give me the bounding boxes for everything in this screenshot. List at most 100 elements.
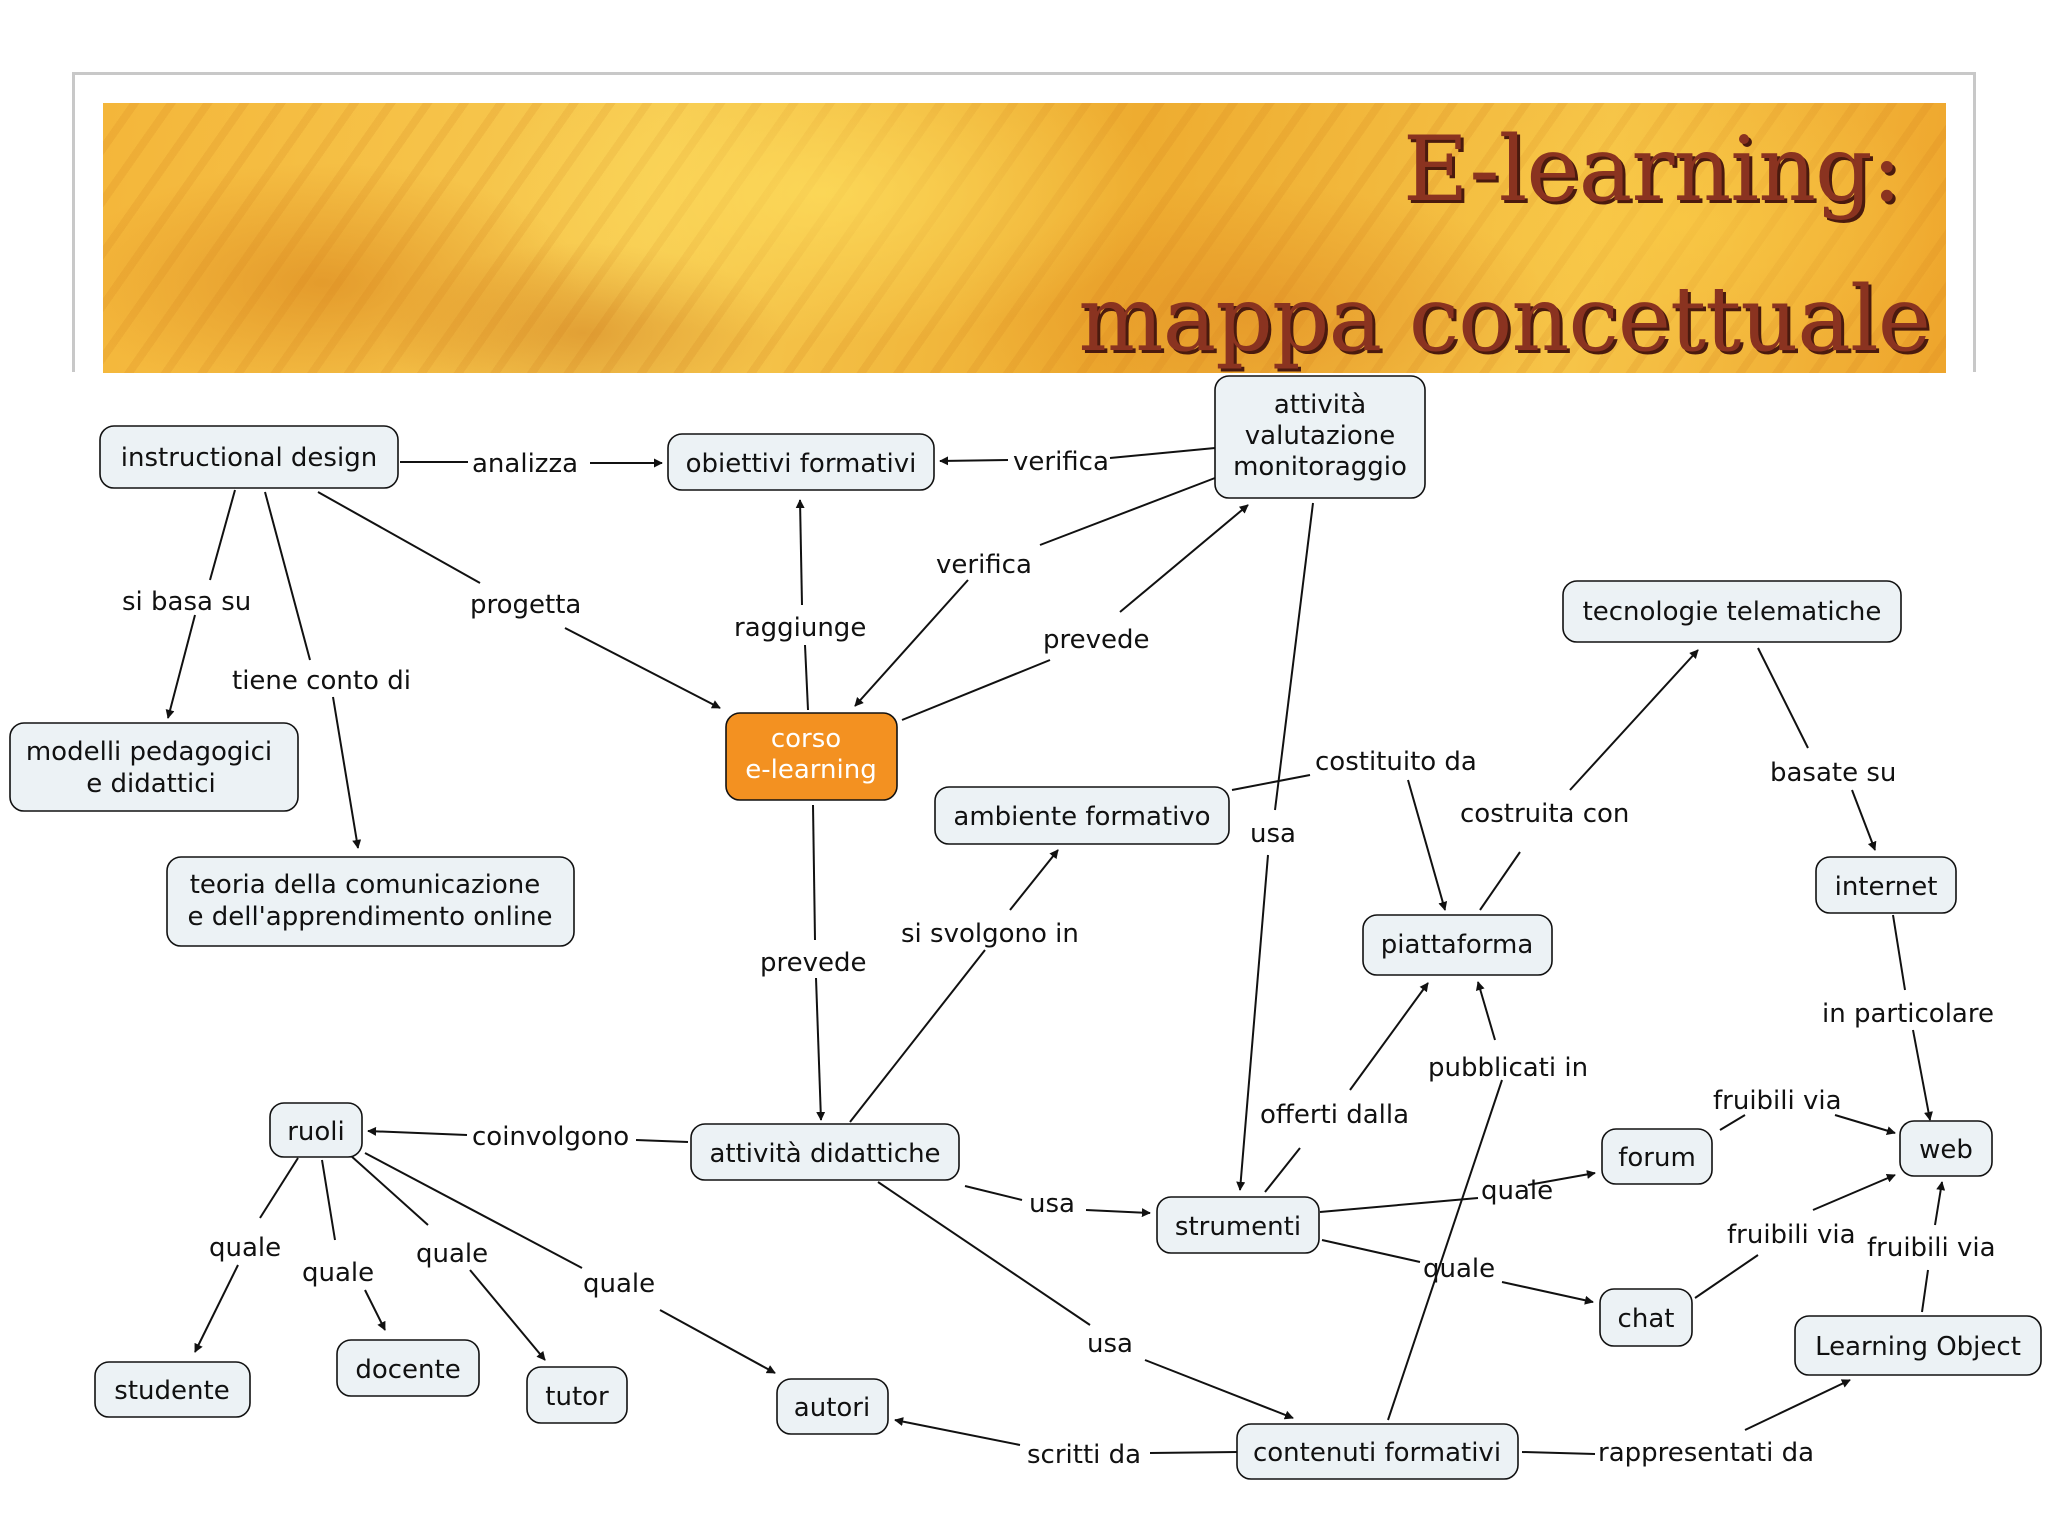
edge-usa-strumenti2 (1085, 1208, 1151, 1218)
node-label: tutor (545, 1382, 609, 1412)
edge-corso-prevede (901, 659, 1051, 721)
edge-pubblicati-piattaforma (1475, 981, 1496, 1041)
node-corso-elearning[interactable]: corso e-learning (725, 712, 898, 801)
node-label-line3: monitoraggio (1233, 452, 1407, 482)
node-strumenti[interactable]: strumenti (1156, 1196, 1320, 1254)
node-attivita-didattiche[interactable]: attività didattiche (690, 1123, 960, 1181)
edge-fruibili-web2 (1812, 1174, 1896, 1211)
node-studente[interactable]: studente (94, 1361, 251, 1418)
link-label-verifica: verifica (1013, 447, 1109, 477)
edge-offerti-piattaforma (1349, 982, 1429, 1091)
edge-contenuti-pubblicati (1387, 1079, 1503, 1421)
edge-verifica2-corso (854, 579, 969, 707)
node-ambiente-formativo[interactable]: ambiente formativo (934, 786, 1230, 845)
link-label-quale-chat: quale (1423, 1254, 1495, 1284)
link-label-pubblicati-in: pubblicati in (1428, 1053, 1588, 1083)
node-label: internet (1835, 872, 1938, 902)
link-label-costituito-da: costituito da (1315, 747, 1477, 777)
node-modelli-pedagogici[interactable]: modelli pedagogici e didattici (9, 722, 299, 812)
node-label-line2: e didattici (86, 769, 216, 799)
edge-usa2-contenuti (1144, 1359, 1294, 1420)
link-label-usa-contenuti: usa (1087, 1329, 1133, 1359)
node-contenuti-formativi[interactable]: contenuti formativi (1236, 1423, 1519, 1480)
edge-progetta-corso (564, 627, 721, 709)
node-ruoli[interactable]: ruoli (269, 1102, 363, 1158)
edge-tecnologie-basate (1757, 647, 1809, 749)
edge-quale-forum (1527, 1169, 1596, 1186)
node-label: studente (114, 1376, 229, 1406)
edge-internet-inparticolare (1892, 914, 1906, 991)
node-label-line1: attività (1274, 390, 1366, 420)
node-label: ambiente formativo (953, 802, 1210, 832)
node-web[interactable]: web (1899, 1120, 1993, 1177)
node-label: piattaforma (1381, 930, 1534, 960)
link-label-quale-docente: quale (302, 1258, 374, 1288)
edge-fruibili-web3 (1934, 1181, 1946, 1226)
edge-sisvolgono-ambiente (1009, 849, 1059, 911)
node-label: forum (1618, 1143, 1696, 1173)
edge-strumenti-quale (1319, 1197, 1479, 1213)
node-autori[interactable]: autori (776, 1378, 889, 1435)
node-learning-object[interactable]: Learning Object (1794, 1315, 2042, 1376)
node-label: obiettivi formativi (686, 449, 917, 479)
node-label-line2: e-learning (745, 755, 876, 785)
edge-costituito-piattaforma (1407, 779, 1448, 911)
link-label-quale-forum: quale (1481, 1176, 1553, 1206)
edge-valutazione-verifica2 (1039, 477, 1216, 546)
edge-valutazione-usa (1274, 502, 1314, 811)
link-label-quale-autori: quale (583, 1269, 655, 1299)
edge-verifica-obiettivi (939, 456, 1009, 466)
node-attivita-valutazione-monitoraggio[interactable]: attività valutazione monitoraggio (1214, 375, 1426, 499)
node-tecnologie-telematiche[interactable]: tecnologie telematiche (1562, 580, 1902, 643)
node-label: ruoli (287, 1117, 345, 1147)
link-label-scritti-da: scritti da (1027, 1440, 1141, 1470)
title-line-1: E-learning: (1402, 117, 1902, 222)
link-label-analizza: analizza (472, 449, 578, 479)
link-labels: analizza verifica si basa su progetta ti… (122, 447, 1996, 1470)
link-label-tiene-conto-di: tiene conto di (232, 666, 411, 696)
node-label: contenuti formativi (1253, 1438, 1501, 1468)
node-tutor[interactable]: tutor (526, 1366, 628, 1424)
edge-ruoli-quale1 (259, 1157, 299, 1219)
link-label-prevede: prevede (1043, 625, 1150, 655)
edge-quale1-studente (194, 1264, 239, 1353)
edge-learningobject-fruibili (1921, 1269, 1929, 1313)
edge-strumenti-quale2 (1321, 1239, 1421, 1263)
edge-usa-strumenti (1236, 854, 1269, 1191)
edge-piattaforma-costruita (1479, 851, 1521, 911)
edge-corso-prevede2 (812, 804, 816, 941)
node-docente[interactable]: docente (336, 1339, 480, 1397)
edge-coinvolgono-ruoli (367, 1126, 468, 1136)
edge-ruoli-quale4 (364, 1152, 583, 1269)
node-label-line1: teoria della comunicazione (190, 870, 541, 900)
link-label-prevede-attivita: prevede (760, 948, 867, 978)
link-label-si-basa-su: si basa su (122, 587, 251, 617)
node-instructional-design[interactable]: instructional design (99, 425, 399, 489)
node-chat[interactable]: chat (1599, 1288, 1693, 1347)
node-obiettivi-formativi[interactable]: obiettivi formativi (667, 433, 935, 491)
node-label: attività didattiche (709, 1139, 940, 1169)
edge-costruita-tecnologie (1569, 649, 1699, 791)
edge-quale2-docente (364, 1289, 386, 1331)
nodes: instructional design obiettivi formativi… (9, 375, 2042, 1480)
link-label-usa: usa (1250, 819, 1296, 849)
node-label-line1: corso (771, 724, 841, 754)
edge-quale4-autori (659, 1309, 776, 1374)
link-label-basate-su: basate su (1770, 758, 1896, 788)
edge-chat-fruibili (1694, 1254, 1759, 1299)
edge-inparticolare-web (1912, 1029, 1933, 1121)
link-label-progetta: progetta (470, 590, 581, 620)
edge-rappresentati-learningobject (1744, 1379, 1851, 1431)
edge-sibasa-modelli (165, 614, 196, 719)
node-teoria-comunicazione[interactable]: teoria della comunicazione e dell'appren… (166, 856, 575, 947)
node-internet[interactable]: internet (1815, 856, 1957, 914)
edge-scritti-autori (894, 1417, 1021, 1446)
edge-attivita-usa (964, 1185, 1023, 1201)
edge-corso-raggiunge (804, 644, 809, 711)
edge-quale2-chat (1501, 1281, 1594, 1305)
link-label-coinvolgono: coinvolgono (472, 1122, 629, 1152)
link-label-si-svolgono-in: si svolgono in (901, 919, 1079, 949)
node-forum[interactable]: forum (1601, 1128, 1713, 1185)
node-piattaforma[interactable]: piattaforma (1362, 914, 1553, 976)
